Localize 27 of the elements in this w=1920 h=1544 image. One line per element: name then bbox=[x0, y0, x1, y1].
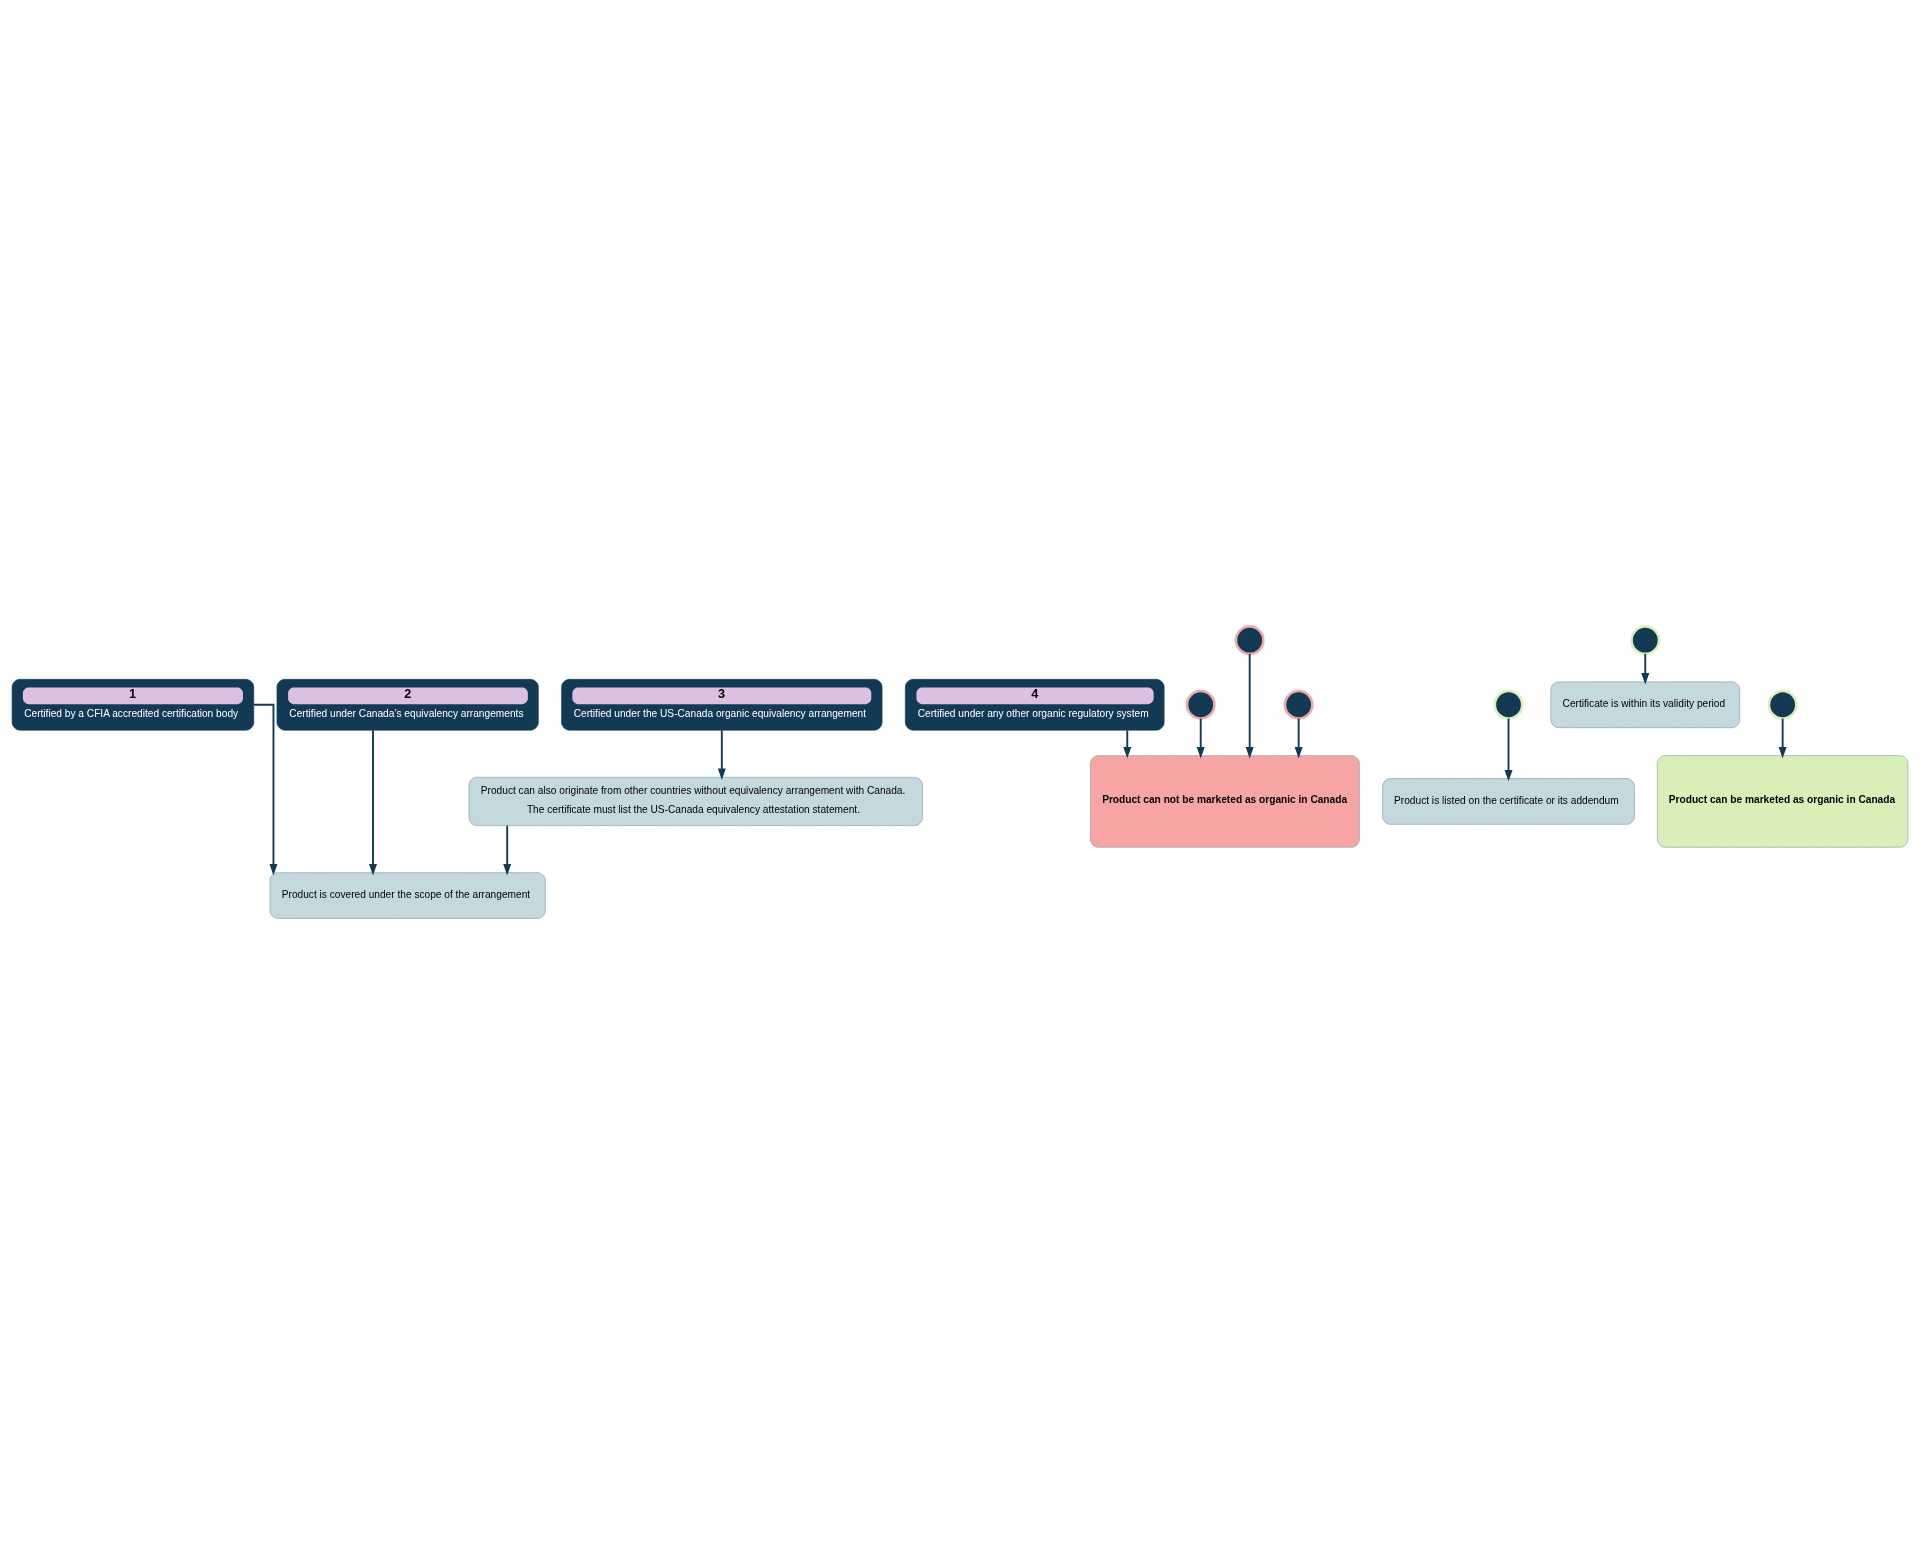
node-circle bbox=[1234, 624, 1265, 655]
arrow bbox=[1123, 728, 1132, 758]
arrow bbox=[1778, 717, 1787, 758]
arrow bbox=[368, 728, 377, 875]
node-box: Product can be marketed as organic in Canada bbox=[1657, 754, 1909, 848]
node-box: Product is listed on the certificate or its addendum bbox=[1382, 777, 1635, 825]
node-circle bbox=[1185, 689, 1216, 720]
node-circle bbox=[1630, 624, 1661, 655]
arrow bbox=[1196, 717, 1205, 758]
node-box: Product is covered under the scope of the arrangement bbox=[269, 871, 546, 919]
node-box: Certificate is within its validity period bbox=[1550, 681, 1740, 728]
arrow bbox=[1504, 717, 1513, 781]
node-box: 1 Certified by a CFIA accredited certification body bbox=[11, 678, 255, 731]
node-circle bbox=[1767, 689, 1798, 720]
node-circle bbox=[1493, 689, 1524, 720]
node-circle bbox=[1283, 689, 1314, 720]
node-box: Product can also originate from other countries without equivalency arrangement with Canada. The certificate must list the US-Canada equivalency attestation statement. bbox=[468, 776, 923, 826]
arrow bbox=[252, 703, 278, 875]
arrow bbox=[1641, 652, 1650, 685]
node-box: Product can not be marketed as organic in Canada bbox=[1090, 754, 1360, 848]
arrow bbox=[1245, 652, 1254, 759]
arrow bbox=[717, 728, 726, 780]
node-box: 4 Certified under any other organic regulatory system bbox=[905, 678, 1165, 731]
node-box: 2 Certified under Canada’s equivalency arrangements bbox=[276, 678, 539, 731]
arrow bbox=[1294, 717, 1303, 758]
node-box: 3 Certified under the US-Canada organic equivalency arrangement bbox=[561, 678, 883, 731]
arrow bbox=[503, 824, 512, 875]
